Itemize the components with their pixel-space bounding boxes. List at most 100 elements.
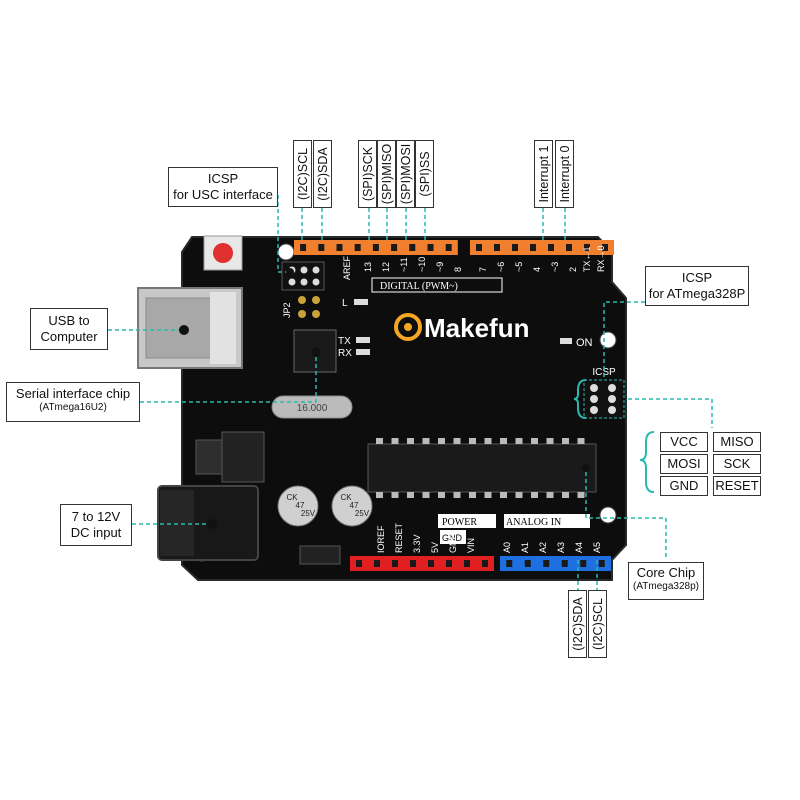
power-socket-row-socket — [374, 560, 380, 567]
dip-pin — [577, 492, 585, 498]
callout-icsp-usb-subtitle: for USC interface — [173, 187, 273, 203]
digital-pin-label: ~10 — [417, 257, 427, 272]
callout-dc-line2: DC input — [70, 525, 122, 541]
digital-header-left — [294, 240, 458, 255]
leader-dot-serial — [311, 347, 321, 357]
digital-pin-label: TX←1 — [582, 246, 592, 272]
dc-jack-front — [160, 490, 194, 556]
power-socket-row-socket — [392, 560, 398, 567]
analog-socket-row-socket — [524, 560, 531, 567]
digital-pin-label: ~5 — [514, 262, 524, 272]
label-spi-ss-text: (SPI)SS — [417, 151, 432, 197]
callout-icsp-328p: ICSP for ATmega328P — [645, 266, 749, 306]
dip-pin — [577, 438, 585, 444]
callout-icsp-usb-title: ICSP — [207, 171, 239, 186]
cap1-text-1: CK — [286, 493, 298, 502]
cap2-text-1: CK — [340, 493, 352, 502]
crystal — [271, 395, 353, 419]
callout-serial-chip-title: Serial interface chip — [15, 386, 131, 401]
leader-icsp-pins — [628, 398, 713, 428]
dip-pin — [484, 492, 492, 498]
dip-pin — [453, 492, 461, 498]
analog-socket-row-socket — [561, 560, 568, 567]
callout-icsp-usb: ICSP for USC interface — [168, 167, 278, 207]
analog-header — [500, 556, 611, 571]
analog-socket-row-socket — [580, 560, 587, 567]
l-led — [354, 299, 368, 305]
dip-pin — [469, 492, 476, 498]
digital-left-socket-row-socket — [409, 244, 416, 251]
icsp-pin-mosi: MOSI — [660, 454, 708, 474]
dip-pin — [546, 438, 554, 444]
usb-b-connector-shine — [210, 292, 236, 364]
callout-usb: USB to Computer — [30, 308, 108, 350]
dip-pin — [391, 438, 399, 444]
label-bottom-i2c-scl-text: (I2C)SCL — [590, 597, 605, 651]
label-bottom-i2c-sda-text: (I2C)SDA — [570, 597, 585, 651]
analog-pin-label: A3 — [556, 542, 566, 553]
digital-right-socket-row-socket — [548, 244, 554, 251]
digital-right-socket-row-socket — [476, 244, 482, 251]
leader-dot-core — [582, 464, 590, 472]
power-socket-row-socket — [482, 560, 488, 567]
analog-label-box — [504, 514, 590, 528]
power-socket-row-socket — [428, 560, 434, 567]
icsp-board-label: ICSP — [592, 367, 616, 378]
icsp-328-bracket — [573, 379, 587, 419]
label-i2c-sda-text: (I2C)SDA — [315, 147, 330, 201]
digital-pin-label: 4 — [532, 267, 542, 272]
crystal-text: 16.000 — [297, 403, 328, 414]
power-pin-label: 3.3V — [412, 534, 422, 553]
callout-serial-chip-subtitle: (ATmega16U2) — [39, 402, 107, 414]
core-chip-atmega328p — [367, 443, 597, 493]
analog-socket-row-body — [500, 556, 611, 571]
label-i2c-sda: (I2C)SDA — [313, 140, 332, 208]
analog-pin-label: A2 — [538, 542, 548, 553]
digital-left-socket-row-socket — [445, 244, 452, 251]
dip-pin — [422, 438, 430, 444]
digital-pin-label: ~6 — [496, 262, 506, 272]
rx-label: RX — [338, 348, 352, 359]
label-spi-sck-text: (SPI)SCK — [360, 146, 375, 202]
digital-left-socket-row-socket — [300, 244, 307, 251]
aref-label: AREF — [342, 255, 352, 280]
dip-pin — [407, 492, 414, 498]
power-socket-row-body — [350, 556, 494, 571]
power-header — [350, 556, 494, 571]
diode — [299, 545, 341, 565]
rx-led — [356, 349, 370, 355]
digital-pin-label: 7 — [478, 267, 488, 272]
callout-core-chip-title: Core Chip — [636, 565, 696, 580]
power-socket-row-socket — [464, 560, 470, 567]
analog-pin-label: A5 — [592, 542, 602, 553]
reset-button-cap[interactable] — [213, 243, 233, 263]
mounting-hole — [599, 506, 617, 524]
callout-core-chip-subtitle: (ATmega328p) — [633, 581, 699, 593]
digital-label: DIGITAL (PWM~) — [380, 281, 458, 292]
leader-serial-chip — [140, 352, 317, 403]
icsp-pin-reset: RESET — [713, 476, 761, 496]
label-i2c-scl-text: (I2C)SCL — [295, 147, 310, 201]
label-spi-mosi: (SPI)MOSI — [396, 140, 415, 208]
icsp-pin-sck: SCK — [713, 454, 761, 474]
mounting-hole — [277, 243, 295, 261]
icsp-328p-header — [583, 379, 625, 419]
digital-pin-label: ~11 — [399, 257, 409, 272]
dip-pin — [484, 438, 492, 444]
leader-dot-usb — [179, 325, 189, 335]
label-spi-mosi-text: (SPI)MOSI — [398, 143, 413, 205]
digital-pin-label: 8 — [453, 267, 463, 272]
dip-pin — [391, 492, 399, 498]
callout-dc-input: 7 to 12V DC input — [60, 504, 132, 546]
makefun-logo: Makefun — [394, 313, 529, 343]
power-socket-row-socket — [356, 560, 362, 567]
label-interrupt-0-text: Interrupt 0 — [557, 145, 572, 203]
capacitor-2 — [331, 485, 373, 527]
label-spi-sck: (SPI)SCK — [358, 140, 377, 208]
digital-pin-label: ~3 — [550, 262, 560, 272]
icsp-pin-gnd: GND — [660, 476, 708, 496]
callout-usb-line1: USB to — [48, 313, 90, 328]
callout-serial-chip: Serial interface chip (ATmega16U2) — [6, 382, 140, 422]
